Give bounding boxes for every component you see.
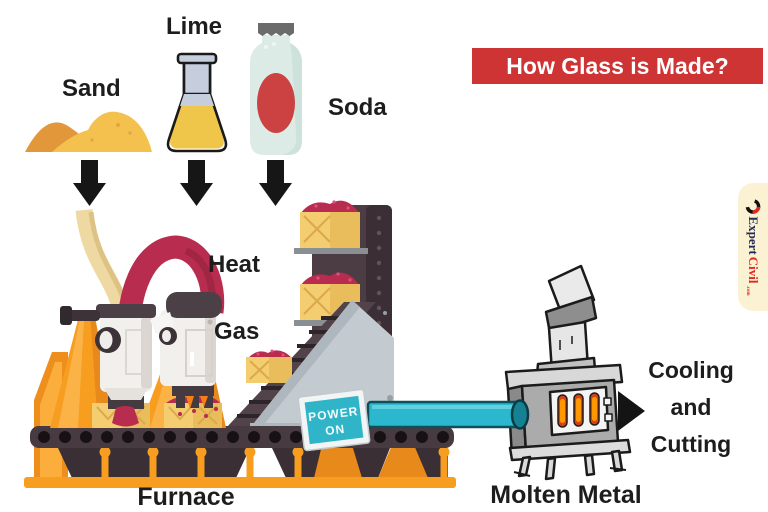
- power-sign-line2: ON: [324, 422, 346, 438]
- filler-machine-right: [150, 292, 222, 418]
- logo-brand-primary: Expert: [746, 216, 761, 255]
- soda-label: Soda: [328, 94, 387, 121]
- lime-flask-illustration: [166, 52, 228, 153]
- molten-glass-pipe: [366, 399, 530, 430]
- expertcivil-logo-icon: [745, 199, 761, 214]
- cooling-line: Cooling: [648, 357, 734, 383]
- cutting-line: Cutting: [650, 431, 732, 457]
- furnace-label: Furnace: [137, 483, 235, 511]
- power-on-sign: POWER ON: [297, 388, 371, 452]
- and-line: and: [670, 394, 712, 420]
- filler-machine-left: [60, 304, 156, 427]
- page-title: How Glass is Made?: [506, 52, 729, 79]
- gas-label: Gas: [214, 318, 260, 345]
- furnace-base: [24, 445, 456, 488]
- cooling-cutting-label: Cooling and Cutting: [633, 352, 749, 463]
- molten-metal-label: Molten Metal: [490, 481, 642, 509]
- logo-suffix: .com: [745, 285, 750, 296]
- conveyor-belt: [30, 426, 454, 448]
- expertcivil-logo: Expert Civil .com: [745, 198, 761, 296]
- down-arrow-lime-icon: [180, 160, 213, 206]
- expertcivil-logo-tab[interactable]: Expert Civil .com: [738, 183, 768, 311]
- right-arrow-icon: [618, 391, 645, 431]
- logo-brand-secondary: Civil: [746, 256, 761, 284]
- sand-label: Sand: [62, 75, 121, 102]
- down-arrow-sand-icon: [73, 160, 106, 206]
- sand-pile-illustration: [25, 111, 152, 152]
- lime-label: Lime: [166, 13, 223, 40]
- heat-label: Heat: [208, 251, 261, 278]
- power-sign-line1: POWER: [307, 404, 359, 424]
- soda-bottle-illustration: [250, 23, 302, 155]
- down-arrow-soda-icon: [259, 160, 292, 206]
- title-banner: How Glass is Made?: [472, 48, 763, 84]
- molten-metal-stove: [504, 264, 632, 481]
